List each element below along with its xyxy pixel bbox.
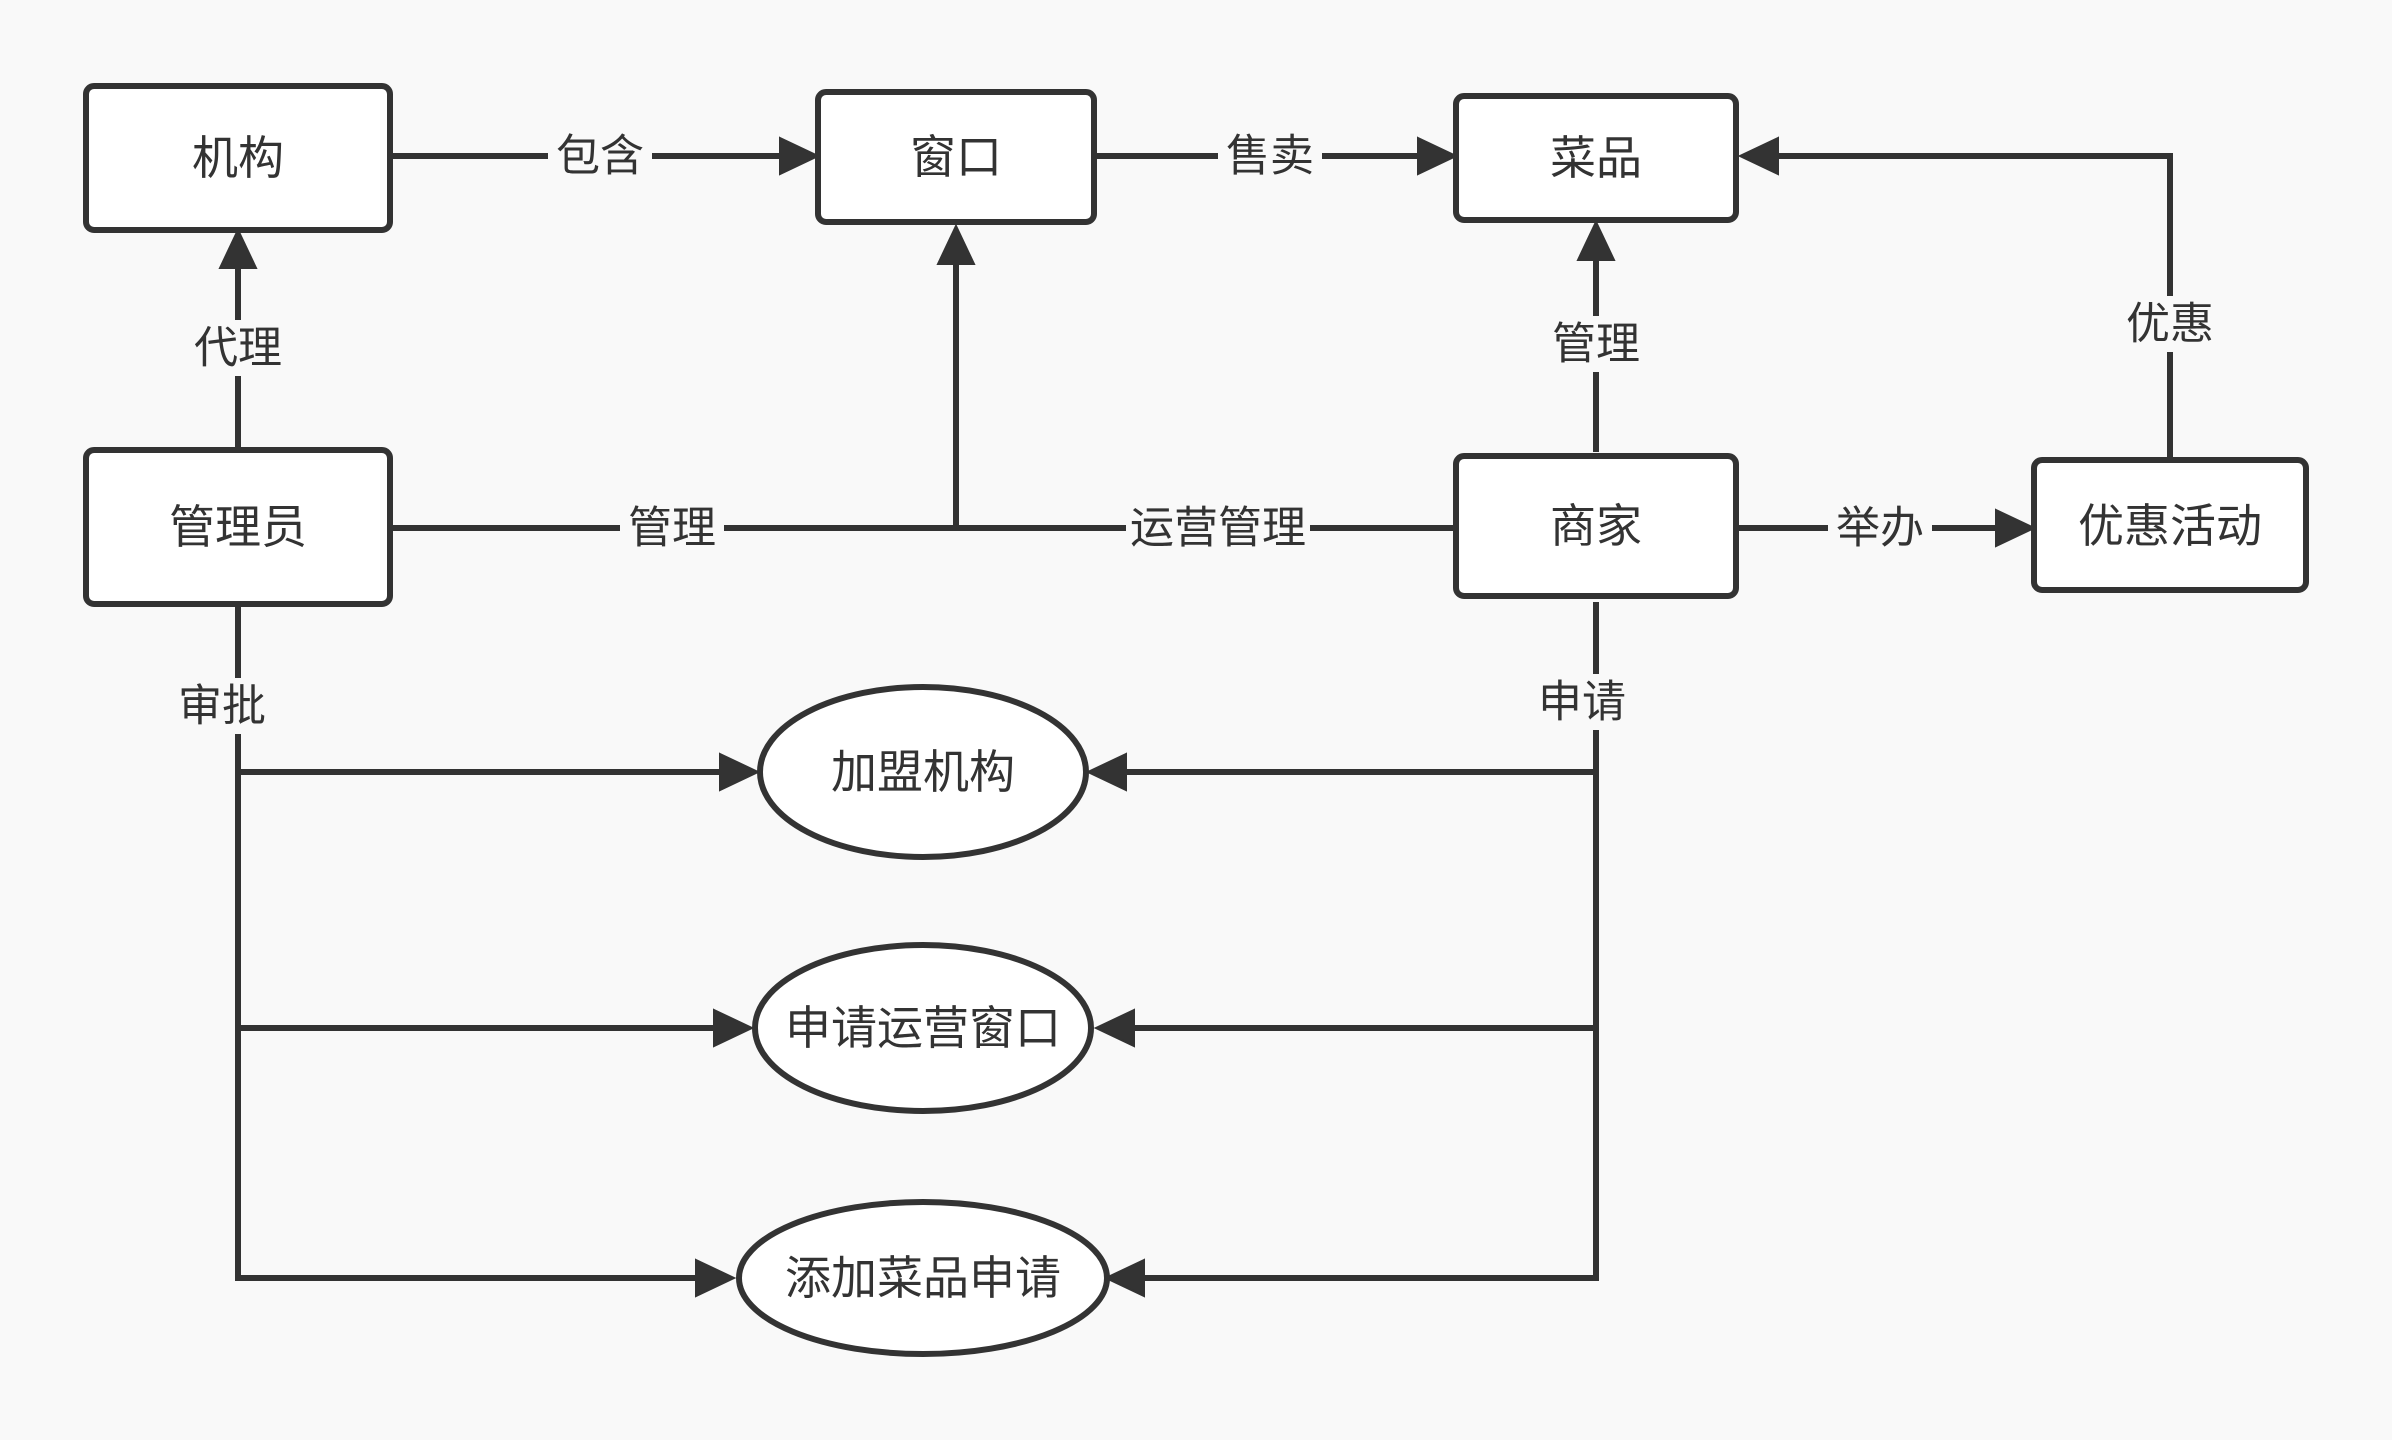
edge-proxy: 代理 xyxy=(186,227,290,448)
edge-discount: 优惠 xyxy=(1737,136,2222,458)
edge-label-discount: 优惠 xyxy=(2126,299,2214,350)
edge-label-host: 举办 xyxy=(1836,503,1924,554)
edge-manage-dish: 管理 xyxy=(1544,219,1648,452)
edge-label-sells: 售卖 xyxy=(1226,131,1314,182)
edge-label-contains: 包含 xyxy=(556,131,644,182)
edge-label-approve: 审批 xyxy=(178,681,266,732)
edge-host: 举办 xyxy=(1736,500,2037,556)
arrow-head-icon xyxy=(1995,508,2037,548)
edge-label-operate-manage: 运营管理 xyxy=(1130,503,1306,554)
edge-admin-merchant-window: 管理 运营管理 xyxy=(390,223,1456,556)
edge-apply: 申请 xyxy=(1085,602,1634,1298)
arrow-head-icon xyxy=(936,223,976,265)
arrow-head-icon xyxy=(695,1258,737,1298)
arrow-head-icon xyxy=(713,1008,755,1048)
node-institution[interactable]: 机构 xyxy=(83,83,393,233)
arrow-head-icon xyxy=(218,227,258,269)
edge-label-proxy: 代理 xyxy=(194,323,282,374)
arrow-head-icon xyxy=(719,752,761,792)
arrow-head-icon xyxy=(1093,1008,1135,1048)
node-admin-label: 管理员 xyxy=(169,500,307,554)
node-institution-label: 机构 xyxy=(192,131,284,185)
arrow-head-icon xyxy=(1737,136,1779,176)
edge-approve: 审批 xyxy=(170,606,761,1298)
node-apply-window[interactable]: 申请运营窗口 xyxy=(752,942,1094,1114)
edge-label-manage-dish: 管理 xyxy=(1552,319,1640,370)
edge-sells: 售卖 xyxy=(1094,128,1459,184)
node-promotion-label: 优惠活动 xyxy=(2078,499,2262,553)
node-dish[interactable]: 菜品 xyxy=(1453,93,1739,223)
edge-label-apply: 申请 xyxy=(1538,677,1626,728)
node-add-dish-request[interactable]: 添加菜品申请 xyxy=(736,1199,1110,1357)
arrow-head-icon xyxy=(1103,1258,1145,1298)
node-dish-label: 菜品 xyxy=(1550,131,1642,185)
node-merchant[interactable]: 商家 xyxy=(1453,453,1739,599)
node-join-institution[interactable]: 加盟机构 xyxy=(757,684,1089,860)
node-merchant-label: 商家 xyxy=(1550,499,1642,553)
node-apply-window-label: 申请运营窗口 xyxy=(785,1001,1061,1055)
arrow-head-icon xyxy=(1085,752,1127,792)
arrow-head-icon xyxy=(1576,219,1616,261)
node-window[interactable]: 窗口 xyxy=(815,89,1097,225)
node-join-institution-label: 加盟机构 xyxy=(831,745,1015,799)
node-add-dish-request-label: 添加菜品申请 xyxy=(785,1251,1061,1305)
node-promotion[interactable]: 优惠活动 xyxy=(2031,457,2309,593)
node-window-label: 窗口 xyxy=(910,130,1002,184)
edge-contains: 包含 xyxy=(390,128,821,184)
edge-label-manage-window: 管理 xyxy=(628,503,716,554)
node-admin[interactable]: 管理员 xyxy=(83,447,393,607)
arrow-head-icon xyxy=(1417,136,1459,176)
arrow-head-icon xyxy=(779,136,821,176)
